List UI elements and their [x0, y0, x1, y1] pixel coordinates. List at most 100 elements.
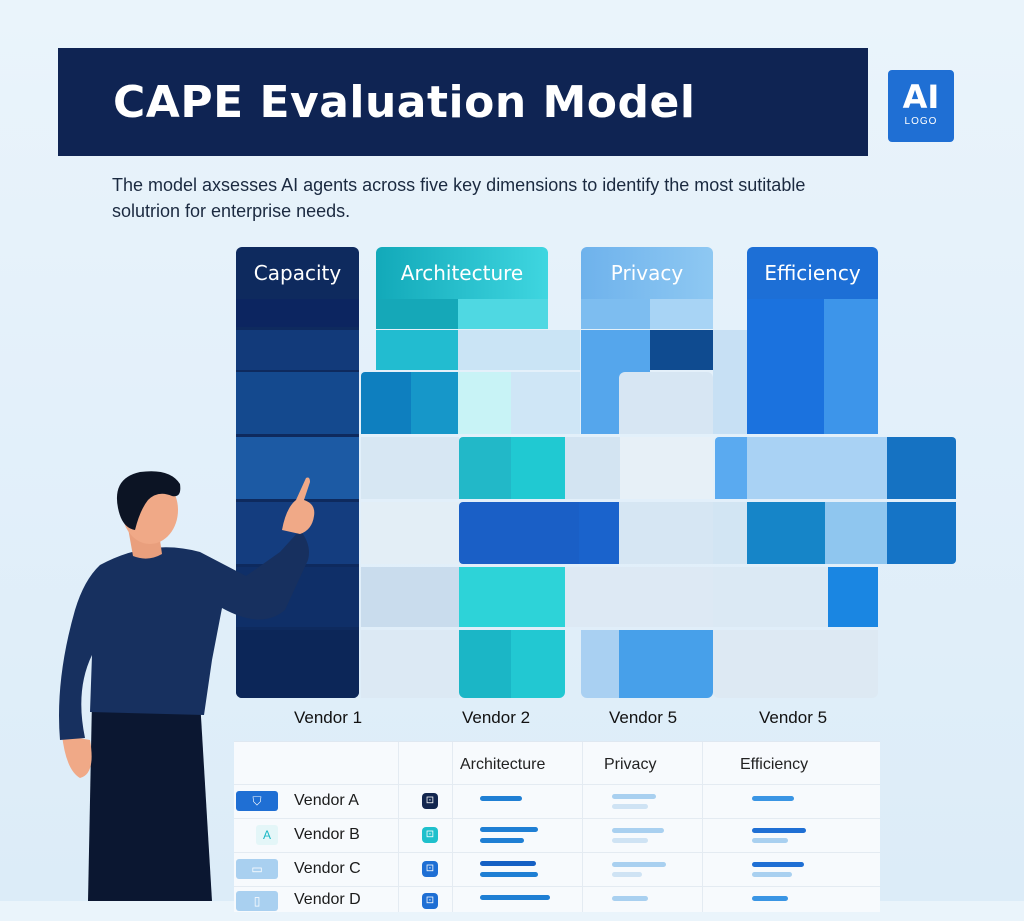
table-row[interactable]: ▭ Vendor C ⊡: [234, 852, 880, 887]
architecture-score-bar: [480, 895, 550, 900]
capacity-cell: [236, 299, 359, 327]
efficiency-cell: [747, 299, 824, 434]
table-divider: [702, 742, 703, 912]
capacity-cell: [236, 372, 359, 434]
privacy-cell: [581, 630, 619, 698]
privacy-score-bar: [612, 828, 664, 833]
page-title: CAPE Evaluation Model: [113, 76, 696, 128]
architecture-score-bar: [480, 872, 538, 877]
efficiency-score-bar: [752, 838, 788, 843]
light-cell: [361, 502, 459, 564]
architecture-score-bar: [480, 861, 536, 866]
architecture-score-bar: [480, 796, 522, 801]
capacity-cell: [236, 330, 359, 370]
table-header-architecture: Architecture: [460, 756, 546, 773]
vendor-comparison-table: Architecture Privacy Efficiency ⛉ Vendor…: [234, 741, 880, 912]
privacy-cell: [565, 567, 713, 627]
privacy-score-bar: [612, 896, 648, 901]
privacy-score-bar: [612, 804, 648, 809]
architecture-cell: [376, 299, 458, 329]
efficiency-cell: [715, 437, 747, 499]
vendor-label: Vendor 1: [294, 708, 363, 727]
capacity-cell: [236, 630, 359, 698]
privacy-cell: [650, 330, 713, 370]
column-header-privacy[interactable]: Privacy: [610, 261, 684, 285]
efficiency-cell: [713, 330, 747, 434]
privacy-cell: [579, 502, 619, 564]
efficiency-score-bar: [752, 828, 806, 833]
column-header-capacity[interactable]: Capacity: [253, 261, 342, 285]
efficiency-cell: [747, 437, 887, 499]
capacity-cell: [236, 567, 359, 627]
column-header-architecture[interactable]: Architecture: [400, 261, 524, 285]
vendor-name: Vendor C: [294, 860, 361, 877]
architecture-cell: [511, 437, 565, 499]
table-divider: [582, 742, 583, 912]
capacity-cell: [236, 502, 359, 564]
privacy-cell: [565, 437, 620, 499]
privacy-cell: [620, 437, 713, 499]
privacy-header-bg: [581, 247, 713, 299]
vendor-label: Vendor 5: [759, 708, 828, 727]
chip-icon: ⊡: [422, 861, 438, 877]
light-cell: [458, 330, 580, 370]
table-header-privacy: Privacy: [604, 756, 657, 773]
vendor-label: Vendor 2: [462, 708, 531, 727]
vendor-name: Vendor D: [294, 891, 361, 908]
light-cell: [361, 437, 459, 499]
privacy-cell: [619, 502, 713, 564]
table-divider: [452, 742, 453, 912]
efficiency-header-bg: [747, 247, 878, 299]
description: The model axsesses AI agents across five…: [112, 175, 806, 221]
efficiency-cell: [713, 502, 747, 564]
logo-main-text: AI: [902, 78, 940, 116]
light-cell: [361, 567, 459, 627]
efficiency-score-bar: [752, 862, 804, 867]
architecture-cell: [511, 630, 565, 698]
privacy-score-bar: [612, 872, 642, 877]
capacity-cell: [236, 437, 359, 499]
efficiency-score-bar: [752, 872, 792, 877]
architecture-cell: [361, 372, 411, 434]
privacy-cell: [619, 372, 713, 434]
vendor-label: Vendor 5: [609, 708, 678, 727]
table-row[interactable]: A Vendor B ⊡: [234, 818, 880, 853]
chip-icon: ⊡: [422, 793, 438, 809]
privacy-cell: [650, 299, 713, 329]
efficiency-cell: [824, 299, 878, 434]
privacy-score-bar: [612, 862, 666, 867]
table-divider: [398, 742, 399, 912]
light-cell: [511, 372, 580, 434]
column-header-efficiency[interactable]: Efficiency: [764, 261, 861, 285]
privacy-cell: [581, 299, 650, 329]
privacy-cell: [619, 630, 713, 698]
architecture-cell: [458, 299, 548, 329]
ai-logo: AI LOGO: [888, 70, 954, 142]
letter-a-icon: A: [256, 825, 278, 845]
vendor-name: Vendor B: [294, 826, 360, 843]
efficiency-cell: [828, 567, 878, 627]
light-cell: [361, 630, 459, 698]
privacy-score-bar: [612, 838, 648, 843]
shield-icon: ⛉: [236, 791, 278, 811]
architecture-cell: [411, 372, 458, 434]
architecture-header-bg: [376, 247, 548, 299]
vendor-name: Vendor A: [294, 792, 359, 809]
architecture-cell: [459, 567, 565, 627]
architecture-score-bar: [480, 827, 538, 832]
folder-icon: ▭: [236, 859, 278, 879]
efficiency-cell: [887, 437, 956, 499]
architecture-cell: [459, 502, 579, 564]
architecture-cell: [459, 630, 511, 698]
privacy-score-bar: [612, 794, 656, 799]
architecture-cell: [376, 330, 458, 370]
table-row[interactable]: ⛉ Vendor A ⊡: [234, 784, 880, 819]
chip-icon: ⊡: [422, 893, 438, 909]
document-icon: ▯: [236, 891, 278, 911]
efficiency-cell: [713, 630, 878, 698]
table-header-efficiency: Efficiency: [740, 756, 809, 773]
efficiency-cell: [747, 502, 825, 564]
architecture-cell: [459, 437, 511, 499]
efficiency-cell: [887, 502, 956, 564]
table-row[interactable]: ▯ Vendor D ⊡: [234, 886, 880, 921]
